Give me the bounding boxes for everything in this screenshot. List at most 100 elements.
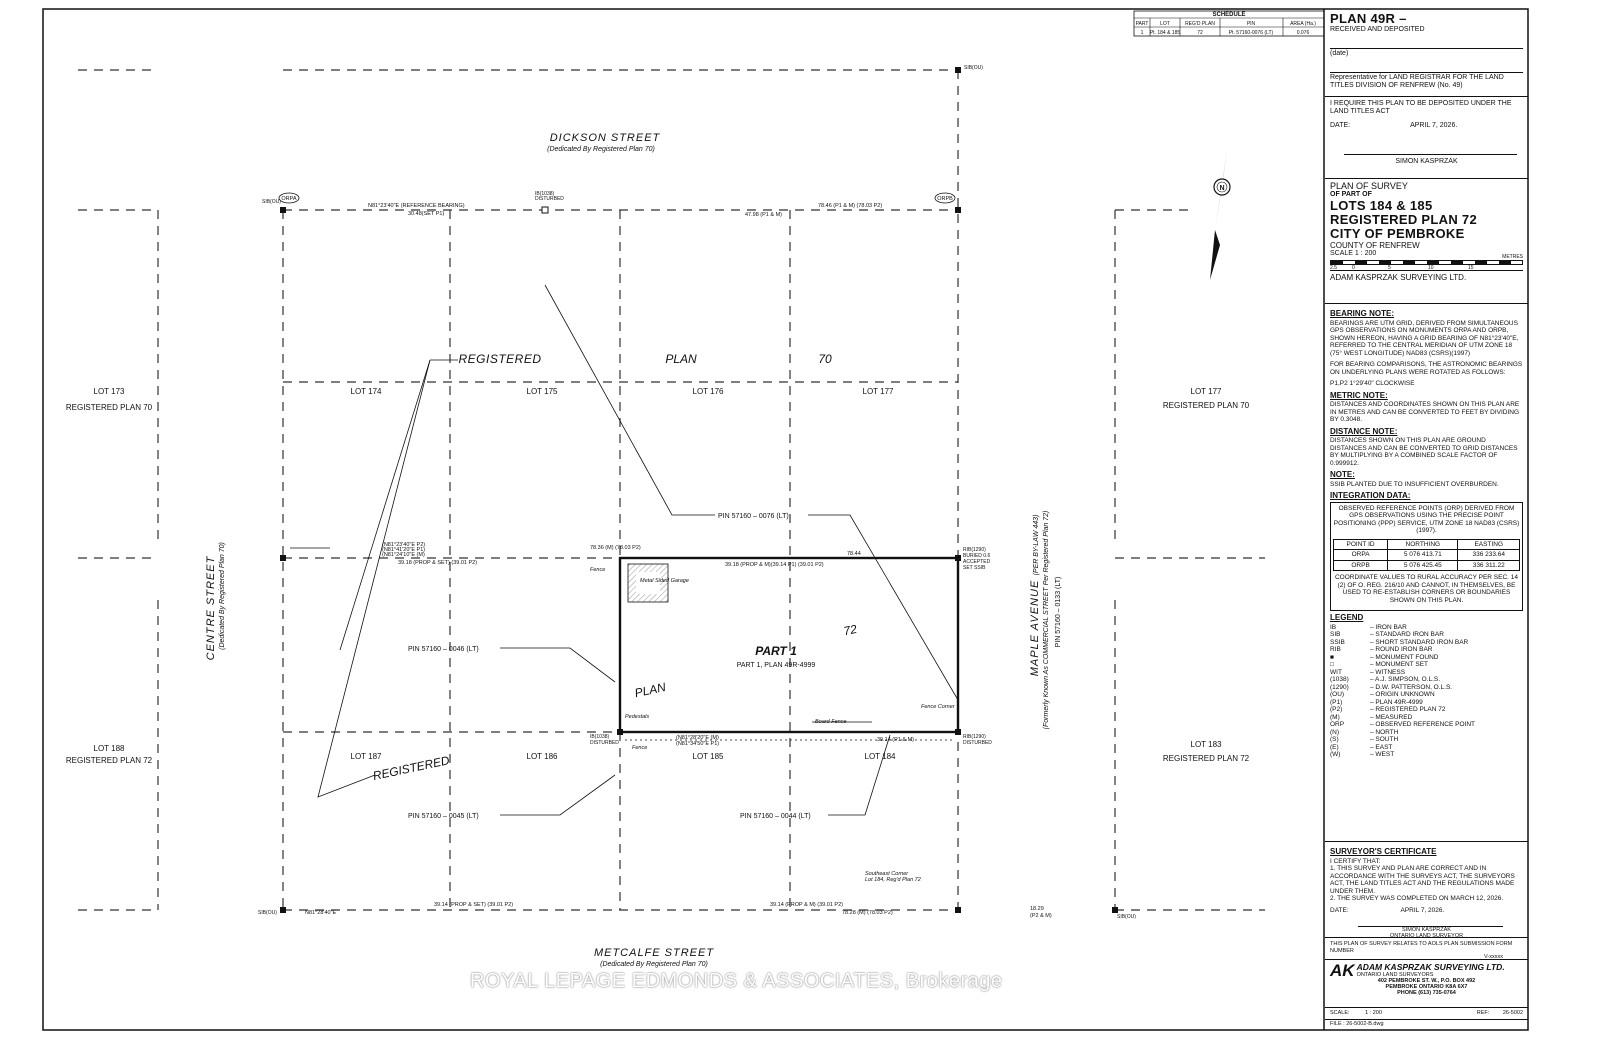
cert-date-key: DATE: <box>1330 906 1349 914</box>
of-part-of: OF PART OF <box>1330 191 1372 198</box>
plan-72-label: 72 <box>842 622 858 639</box>
plan-70-label: 70 <box>818 352 832 366</box>
scale-tick-4: 15 <box>1468 265 1474 271</box>
legend-key: (N) <box>1330 728 1340 736</box>
metcalfe-street-label: METCALFE STREET <box>594 947 714 959</box>
buried-label: BURIED 0.6 <box>963 553 990 559</box>
dim-3914-right: 39.14 (PROP & M) (39.01 P2) <box>770 902 843 908</box>
disturbed-bottom: DISTURBED <box>963 740 992 746</box>
legend-desc: – MEASURED <box>1370 713 1413 721</box>
legend-key: WIT <box>1330 668 1342 676</box>
firm-logo: AK <box>1330 961 1355 980</box>
legend-item: SIB– STANDARD IRON BAR <box>1330 631 1523 639</box>
legend-key: (W) <box>1330 751 1341 758</box>
legend-key: SIB <box>1330 631 1341 638</box>
legend-item: (S)– SOUTH <box>1330 736 1523 744</box>
legend-desc: – MONUMENT FOUND <box>1370 653 1439 661</box>
maple-avenue-label: MAPLE AVENUE <box>1029 580 1041 677</box>
schedule-title: SCHEDULE <box>1212 12 1245 18</box>
legend-desc: – PLAN 49R-4999 <box>1370 698 1423 706</box>
metric-note-heading: METRIC NOTE: <box>1330 390 1388 400</box>
part-1-sub: PART 1, PLAN 49R-4999 <box>737 662 816 669</box>
legend-desc: – ORIGIN UNKNOWN <box>1370 691 1435 698</box>
title-county: COUNTY OF RENFREW <box>1330 241 1420 250</box>
centre-street-sub: (Dedicated By Registered Plan 70) <box>219 542 226 650</box>
lot-188: LOT 188 <box>94 744 126 753</box>
orpb-label: ORPB <box>937 196 953 202</box>
firm-name: ADAM KASPRZAK SURVEYING LTD. <box>1356 962 1505 972</box>
legend-key: (1038) <box>1330 676 1349 683</box>
schedule-h-part: PART <box>1136 21 1149 27</box>
title-reg-plan: REGISTERED PLAN 72 <box>1330 212 1477 227</box>
aols-box: THIS PLAN OF SURVEY RELATES TO AOLS PLAN… <box>1325 938 1528 960</box>
note-text: SSIB PLANTED DUE TO INSUFFICIENT OVERBUR… <box>1330 480 1499 488</box>
legend-desc: – WITNESS <box>1370 668 1406 676</box>
title-company: ADAM KASPRZAK SURVEYING LTD. <box>1330 270 1523 282</box>
bearing-bottom-3: N81°28'40"E <box>305 910 337 916</box>
lot-184: LOT 184 <box>865 752 897 761</box>
dim-7836: 78.36 (M) (78.03 P2) <box>590 545 641 551</box>
coord-orpa-id: ORPA <box>1332 549 1389 561</box>
ib-1038-bottom: IB(1038) <box>590 734 610 740</box>
lot-185: LOT 185 <box>693 752 725 761</box>
firm-ref-key: REF: <box>1476 1010 1490 1016</box>
registrar-text: Representative for LAND REGISTRAR FOR TH… <box>1330 74 1504 89</box>
schedule-c-lot: Pt. 184 & 185 <box>1150 30 1181 36</box>
coord-h-point: POINT ID <box>1332 538 1389 550</box>
disturbed-left: DISTURBED <box>590 740 619 746</box>
legend-key: IB <box>1330 623 1337 631</box>
maple-avenue-bylaw: (PER BY-LAW 443) <box>1033 515 1040 576</box>
north-label: N <box>1219 185 1224 192</box>
coord-orpb-n: 5 076 425.45 <box>1387 559 1459 571</box>
legend-key: (1290) <box>1330 683 1349 691</box>
bearing-1: (N81°23'40"E P2) <box>382 542 425 548</box>
firm-phone: PHONE (613) 735-0764 <box>1397 990 1456 997</box>
scale-tick-1: 0 <box>1352 265 1355 271</box>
monuments <box>280 67 1118 913</box>
firm-scale-val: 1 : 200 <box>1365 1010 1382 1016</box>
title-city: CITY OF PEMBROKE <box>1330 226 1465 241</box>
sib-ou-top: SIB(OU) <box>964 65 983 71</box>
legend-key: SSIB <box>1330 638 1345 646</box>
legend-desc: – MONUMENT SET <box>1370 661 1429 668</box>
legend-item: ORP– OBSERVED REFERENCE POINT <box>1330 721 1523 729</box>
metcalfe-street-sub: (Dedicated By Registered Plan 70) <box>600 961 708 968</box>
scale-ref-row: SCALE: 1 : 200 REF: 26-5002 <box>1325 1008 1528 1020</box>
integration-box: OBSERVED REFERENCE POINTS (ORP) DERIVED … <box>1330 501 1523 611</box>
title-lots: LOTS 184 & 185 <box>1330 198 1433 213</box>
garage-label: Metal Sided Garage <box>640 578 689 584</box>
legend-item: (OU)– ORIGIN UNKNOWN <box>1330 691 1523 699</box>
road-lines <box>78 69 1265 911</box>
legend-desc: – SOUTH <box>1370 736 1399 743</box>
require-date: APRIL 7, 2026. <box>1410 122 1458 129</box>
schedule-h-pin: PIN <box>1247 21 1256 27</box>
legend-key: ORP <box>1330 721 1345 728</box>
part-1-label: PART 1 <box>755 644 797 658</box>
scale-tick-2: 5 <box>1388 265 1391 271</box>
legend-item: ■– MONUMENT FOUND <box>1330 654 1523 662</box>
legend-heading: LEGEND <box>1330 613 1364 622</box>
title-scale: SCALE 1 : 200 <box>1330 250 1377 257</box>
dim-7846-top: 78.46 (P1 & M) (78.03 P2) <box>818 203 882 209</box>
pin-0045: PIN 57160 – 0045 (LT) <box>408 813 479 820</box>
legend-desc: – SHORT STANDARD IRON BAR <box>1370 638 1469 646</box>
orpa-label: ORPA <box>281 196 297 202</box>
orp-markers <box>278 192 956 204</box>
registered-label-top: REGISTERED <box>458 352 541 366</box>
coord-h-easting: EASTING <box>1457 538 1520 550</box>
legend-item: SSIB – SHORT STANDARD IRON BAR <box>1330 639 1523 647</box>
schedule-h-plan: REG'D PLAN <box>1185 21 1215 27</box>
firm-sub: ONTARIO LAND SURVEYORS <box>1356 972 1434 978</box>
part-1-boundary <box>618 556 960 734</box>
sib-ou-bottom-right: SIB(OU) <box>1117 914 1136 920</box>
lot-177: LOT 177 <box>863 387 895 396</box>
require-text: I REQUIRE THIS PLAN TO BE DEPOSITED UNDE… <box>1330 100 1512 115</box>
schedule-h-area: AREA (Ha.) <box>1290 21 1316 27</box>
coord-orpb-e: 336 311.22 <box>1457 559 1520 571</box>
dickson-street-label: DICKSON STREET <box>550 132 661 144</box>
schedule-table: SCHEDULE PART LOT REG'D PLAN PIN AREA (H… <box>1133 10 1325 37</box>
pedestals-label: Pedestals <box>625 714 649 720</box>
scale-tick-3: 10 <box>1428 265 1434 271</box>
legend-item: (M)– MEASURED <box>1330 714 1523 722</box>
